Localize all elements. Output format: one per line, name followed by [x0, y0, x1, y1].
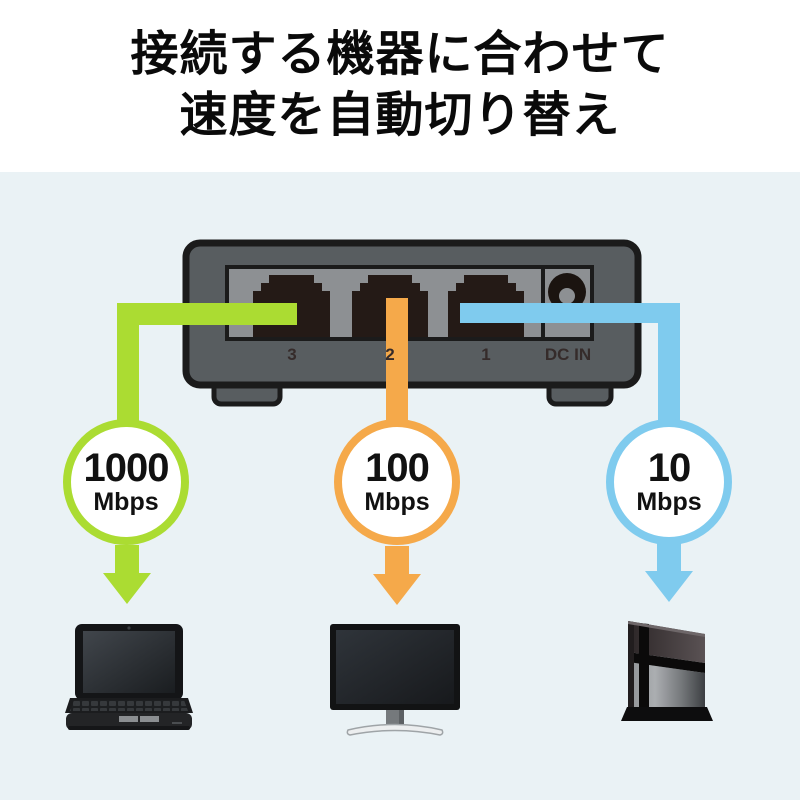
game-console-icon	[621, 621, 713, 721]
orange-arrow	[373, 298, 421, 605]
speed-badge-10mbps: 10 Mbps	[606, 419, 732, 545]
speed-value: 10	[647, 446, 691, 491]
speed-value: 1000	[83, 446, 170, 491]
speed-badge-1000mbps: 1000 Mbps	[63, 419, 189, 545]
laptop-icon	[65, 624, 193, 730]
monitor-icon	[330, 624, 460, 736]
blue-arrow	[460, 303, 693, 602]
speed-unit: Mbps	[93, 488, 159, 517]
speed-unit: Mbps	[364, 488, 430, 517]
dc-in-label: DC IN	[544, 345, 592, 364]
speed-unit: Mbps	[636, 488, 702, 517]
title-block: 接続する機器に合わせて 速度を自動切り替え	[0, 0, 800, 172]
speed-badge-100mbps: 100 Mbps	[334, 419, 460, 545]
console-stand	[621, 707, 713, 721]
monitor-base	[346, 723, 444, 736]
title-line-1: 接続する機器に合わせて	[130, 28, 670, 81]
port-1-label: 1	[481, 345, 491, 364]
port-2-label: 2	[385, 345, 395, 364]
green-arrow	[103, 303, 297, 604]
port-3-label: 3	[287, 345, 297, 364]
laptop-trackpad	[119, 716, 138, 722]
speed-value: 100	[365, 446, 430, 491]
title-line-2: 速度を自動切り替え	[179, 89, 621, 143]
